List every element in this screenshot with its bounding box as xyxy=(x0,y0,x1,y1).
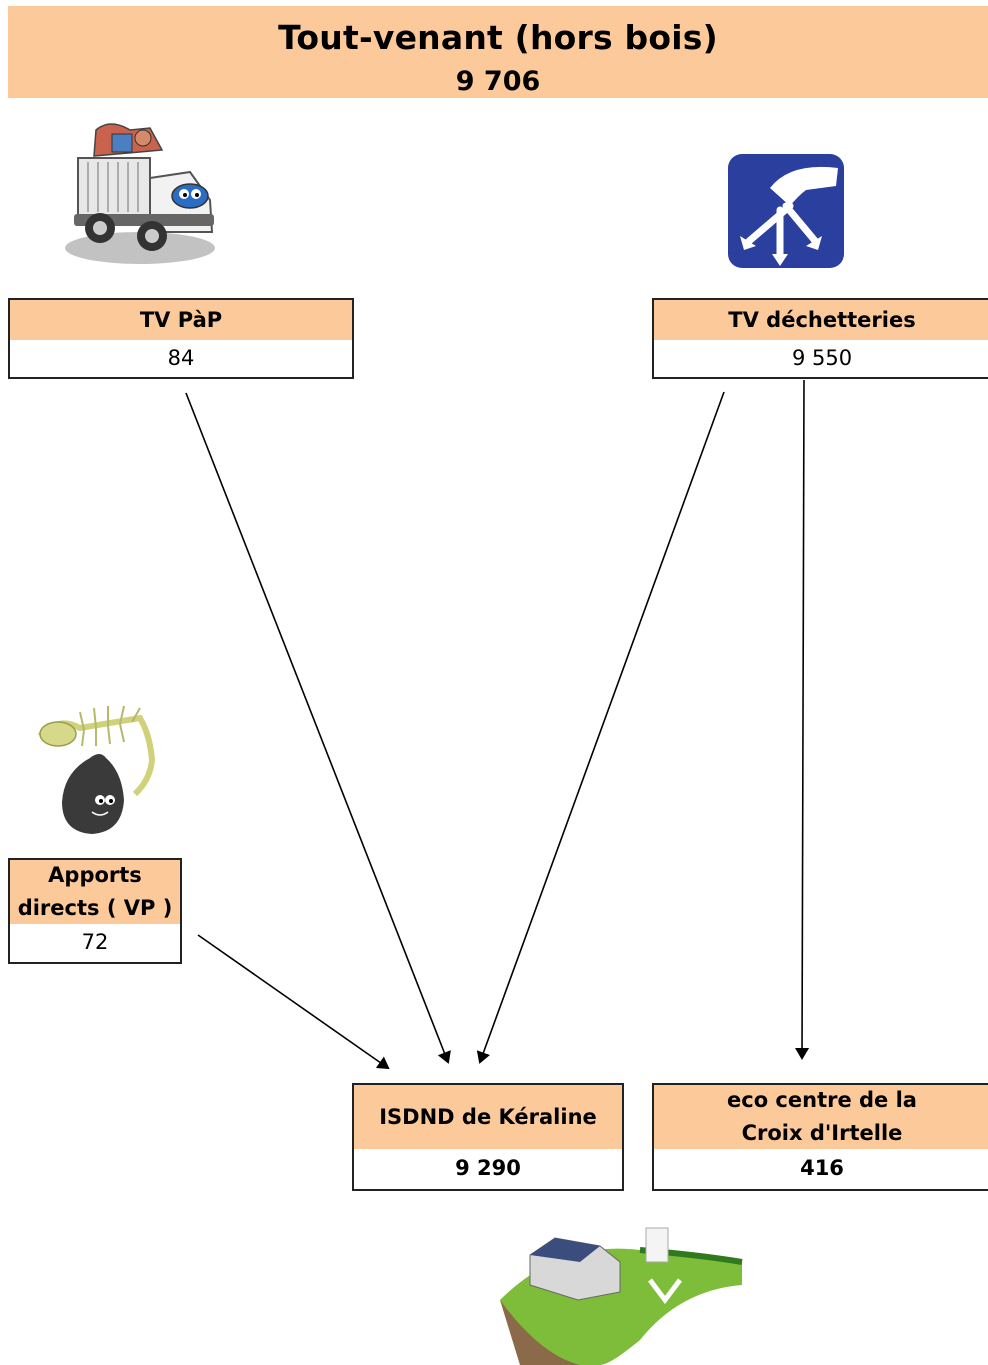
node-isdnd-keraline: ISDND de Kéraline 9 290 xyxy=(352,1083,624,1191)
node-eco-centre-value: 416 xyxy=(800,1156,844,1180)
node-tv-pap-label: TV PàP xyxy=(10,300,352,340)
arrow-pap-to-isdnd xyxy=(185,392,451,1064)
node-apports-directs-label: Apports directs ( VP ) xyxy=(10,860,180,924)
garbage-truck-icon xyxy=(65,123,215,264)
node-apports-directs: Apports directs ( VP ) 72 xyxy=(8,858,182,964)
landfill-site-icon xyxy=(500,1227,743,1365)
total-value: 9 706 xyxy=(455,66,541,97)
arrow-dech-to-eco xyxy=(795,379,810,1060)
node-tv-pap-value: 84 xyxy=(167,345,195,370)
node-tv-pap: TV PàP 84 xyxy=(8,298,354,379)
node-apports-directs-value: 72 xyxy=(81,930,109,954)
node-eco-centre-label: eco centre de la Croix d'Irtelle xyxy=(654,1085,988,1149)
arrow-apports-to-isdnd xyxy=(197,934,390,1070)
page-title: Tout-venant (hors bois) xyxy=(278,18,718,57)
recycling-hand-icon xyxy=(728,154,844,268)
node-eco-centre-label-line2: Croix d'Irtelle xyxy=(741,1121,903,1145)
node-apports-directs-label-line2: directs ( VP ) xyxy=(17,896,173,920)
trash-bag-fish-icon xyxy=(37,705,156,834)
node-eco-centre: eco centre de la Croix d'Irtelle 416 xyxy=(652,1083,988,1191)
arrow-dech-to-isdnd xyxy=(476,391,725,1064)
node-tv-dechetteries: TV déchetteries 9 550 xyxy=(652,298,988,379)
node-isdnd-keraline-label: ISDND de Kéraline xyxy=(354,1085,622,1149)
header-banner: Tout-venant (hors bois) 9 706 xyxy=(8,6,988,98)
node-tv-dechetteries-label: TV déchetteries xyxy=(654,300,988,340)
node-eco-centre-label-line1: eco centre de la xyxy=(727,1088,917,1112)
node-apports-directs-label-line1: Apports xyxy=(48,863,142,887)
node-tv-dechetteries-value: 9 550 xyxy=(791,345,853,370)
node-isdnd-keraline-value: 9 290 xyxy=(455,1156,521,1180)
